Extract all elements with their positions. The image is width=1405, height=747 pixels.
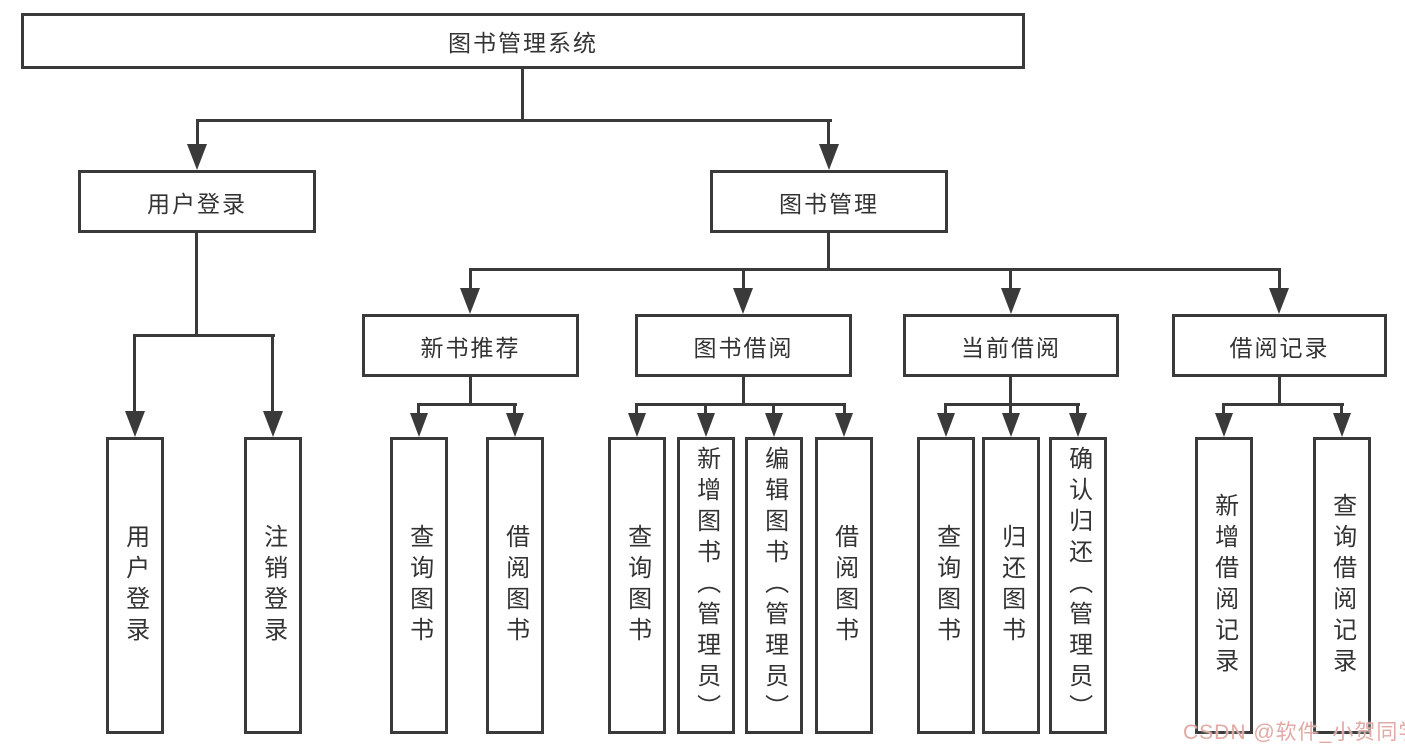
connector-arrowhead (765, 413, 783, 437)
connector-line (635, 403, 846, 406)
node-current-borrowing: 当前借阅 (903, 314, 1119, 377)
leaf-edit-book-admin-label: 编辑图书（管理员） (760, 446, 788, 725)
connector-line (1278, 268, 1281, 292)
connector-line (133, 334, 136, 416)
leaf-query-borrow-record-label: 查询借阅记录 (1328, 492, 1356, 679)
leaf-query-books-1-label: 查询图书 (405, 523, 433, 648)
csdn-watermark: CSDN @软件_小贺同学 (1183, 721, 1405, 744)
leaf-query-books-2-label: 查询图书 (623, 523, 651, 648)
leaf-edit-book-admin: 编辑图书（管理员） (745, 437, 803, 734)
connector-arrowhead (819, 144, 839, 170)
node-book-borrowing-label: 图书借阅 (693, 334, 794, 361)
connector-arrowhead (1215, 413, 1233, 437)
node-book-management: 图书管理 (710, 170, 948, 233)
leaf-add-borrow-record-label: 新增借阅记录 (1210, 492, 1238, 679)
connector-line (704, 403, 707, 416)
connector-line (521, 68, 524, 122)
connector-line (417, 403, 420, 416)
leaf-logout-label: 注销登录 (259, 523, 287, 648)
connector-line (1009, 377, 1012, 406)
connector-line (196, 119, 832, 122)
leaf-add-book-admin: 新增图书（管理员） (677, 437, 735, 734)
connector-line (196, 119, 199, 149)
connector-line (1222, 403, 1225, 416)
node-library-system: 图书管理系统 (21, 13, 1025, 69)
connector-line (271, 334, 274, 416)
connector-line (469, 268, 1281, 271)
connector-line (133, 334, 275, 337)
connector-arrowhead (1001, 288, 1021, 314)
leaf-query-books-2: 查询图书 (608, 437, 666, 734)
node-current-borrowing-label: 当前借阅 (961, 334, 1061, 361)
connector-line (1009, 268, 1012, 292)
connector-arrowhead (697, 413, 715, 437)
connector-line (1340, 403, 1343, 416)
connector-arrowhead (1002, 413, 1020, 437)
connector-line (1009, 403, 1012, 416)
connector-arrowhead (125, 411, 145, 437)
connector-line (827, 119, 830, 149)
connector-arrowhead (628, 413, 646, 437)
leaf-borrow-books-2: 借阅图书 (815, 437, 873, 734)
connector-arrowhead (506, 413, 524, 437)
node-borrow-records: 借阅记录 (1172, 314, 1387, 377)
leaf-user-login-label: 用户登录 (121, 523, 149, 648)
leaf-borrow-books-1: 借阅图书 (486, 437, 544, 734)
leaf-add-borrow-record: 新增借阅记录 (1195, 437, 1253, 734)
connector-line (772, 403, 775, 416)
connector-line (742, 377, 745, 406)
leaf-borrow-books-1-label: 借阅图书 (501, 523, 529, 648)
leaf-borrow-books-2-label: 借阅图书 (830, 523, 858, 648)
connector-line (843, 403, 846, 416)
connector-arrowhead (835, 413, 853, 437)
connector-line (1222, 403, 1344, 406)
connector-line (469, 377, 472, 406)
connector-arrowhead (263, 411, 283, 437)
connector-line (944, 403, 1080, 406)
leaf-query-borrow-record: 查询借阅记录 (1313, 437, 1371, 734)
node-user-login-group: 用户登录 (78, 170, 316, 233)
connector-line (944, 403, 947, 416)
connector-line (827, 232, 830, 271)
leaf-return-book-label: 归还图书 (997, 523, 1025, 648)
connector-arrowhead (937, 413, 955, 437)
connector-arrowhead (460, 288, 480, 314)
connector-arrowhead (1069, 413, 1087, 437)
leaf-query-books-3-label: 查询图书 (932, 523, 960, 648)
leaf-confirm-return-admin: 确认归还（管理员） (1049, 437, 1107, 734)
connector-arrowhead (1269, 288, 1289, 314)
connector-arrowhead (733, 288, 753, 314)
leaf-return-book: 归还图书 (982, 437, 1040, 734)
leaf-confirm-return-admin-label: 确认归还（管理员） (1064, 446, 1092, 725)
leaf-query-books-3: 查询图书 (917, 437, 975, 734)
node-library-system-label: 图书管理系统 (448, 30, 598, 56)
connector-arrowhead (1333, 413, 1351, 437)
connector-arrowhead (410, 413, 428, 437)
connector-line (513, 403, 516, 416)
connector-line (195, 232, 198, 336)
connector-line (635, 403, 638, 416)
leaf-add-book-admin-label: 新增图书（管理员） (692, 446, 720, 725)
node-book-borrowing: 图书借阅 (635, 314, 852, 377)
connector-line (417, 403, 517, 406)
leaf-user-login: 用户登录 (106, 437, 164, 734)
connector-arrowhead (187, 144, 207, 170)
leaf-query-books-1: 查询图书 (390, 437, 448, 734)
connector-line (1076, 403, 1079, 416)
node-borrow-records-label: 借阅记录 (1229, 334, 1330, 361)
connector-line (1278, 377, 1281, 406)
node-new-book-recommend: 新书推荐 (362, 314, 579, 377)
node-user-login-group-label: 用户登录 (147, 190, 247, 217)
connector-line (742, 268, 745, 292)
node-book-management-label: 图书管理 (779, 190, 879, 217)
connector-line (469, 268, 472, 292)
node-new-book-recommend-label: 新书推荐 (420, 334, 521, 361)
leaf-logout: 注销登录 (244, 437, 302, 734)
